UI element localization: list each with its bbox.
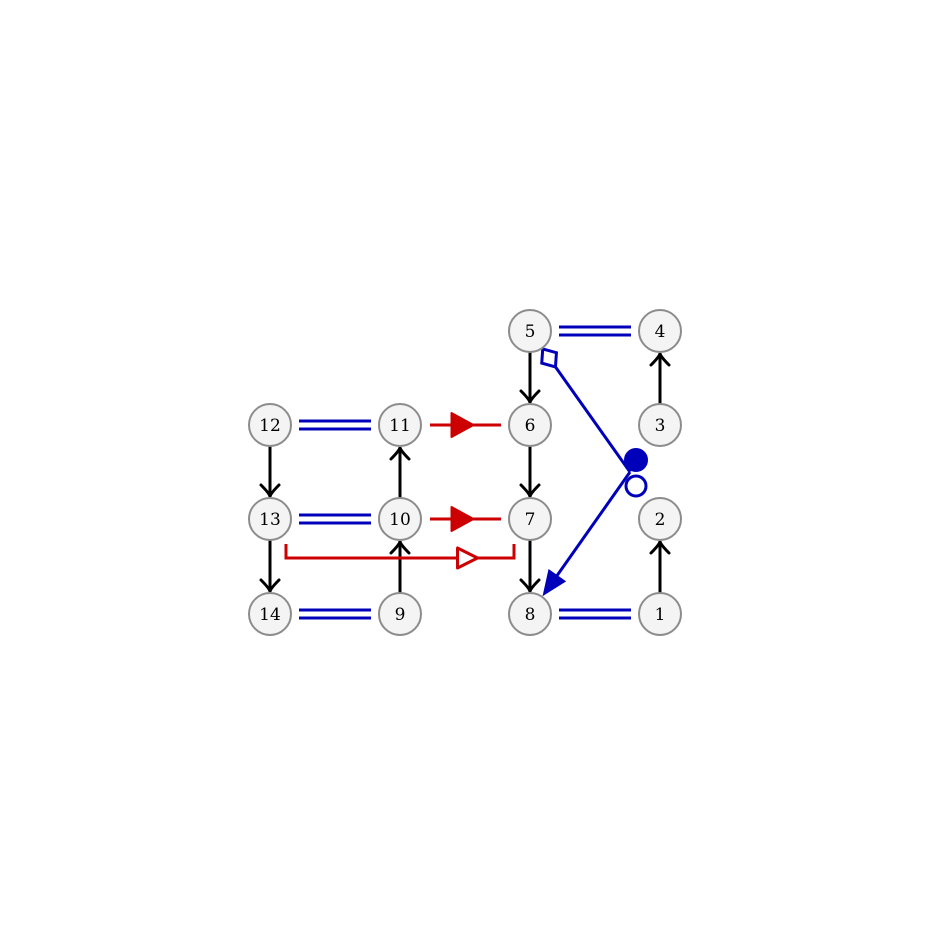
edge-5-6 (519, 352, 541, 404)
node-label: 7 (525, 510, 536, 530)
node-circle (638, 497, 682, 541)
edge-6-7 (519, 446, 541, 498)
filled-triangle-head (450, 412, 475, 438)
node-circle (248, 592, 292, 636)
edge-13-14 (259, 540, 281, 593)
node-circle (508, 592, 552, 636)
edge-5-4 (559, 325, 631, 337)
node-circle (378, 403, 422, 447)
edge-12-11 (299, 419, 371, 431)
node-label: 12 (259, 416, 281, 436)
node-label: 10 (389, 510, 411, 530)
node-label: 2 (655, 510, 666, 530)
node-4: 4 (638, 309, 682, 353)
hollow-circle-marker (624, 474, 648, 498)
edge-9-10 (389, 540, 411, 593)
edge-14-9 (299, 608, 371, 620)
node-circle (638, 592, 682, 636)
bracket-line (284, 544, 516, 560)
node-10: 10 (378, 497, 422, 541)
node-circle (248, 403, 292, 447)
node-circle (248, 497, 292, 541)
edge-line (547, 471, 632, 588)
node-13: 13 (248, 497, 292, 541)
node-label: 1 (655, 605, 666, 625)
filled-triangle-head (542, 568, 567, 597)
hollow-diamond-tail (540, 347, 559, 369)
node-label: 8 (525, 605, 536, 625)
node-circle (508, 497, 552, 541)
node-label: 14 (259, 605, 281, 625)
edge-7-8 (519, 540, 541, 593)
node-9: 9 (378, 592, 422, 636)
node-2: 2 (638, 497, 682, 541)
node-label: 13 (259, 510, 281, 530)
edge-line (554, 366, 632, 473)
edge-10-11 (389, 446, 411, 498)
node-3: 3 (638, 403, 682, 447)
node-11: 11 (378, 403, 422, 447)
node-circle (638, 403, 682, 447)
node-label: 5 (525, 322, 536, 342)
edge-13-7 (284, 544, 516, 570)
edge-11-6 (430, 412, 501, 438)
node-14: 14 (248, 592, 292, 636)
node-circle (378, 592, 422, 636)
node-label: 6 (525, 416, 536, 436)
node-label: 4 (655, 322, 666, 342)
node-7: 7 (508, 497, 552, 541)
node-circle (638, 309, 682, 353)
node-12: 12 (248, 403, 292, 447)
edge-3-4 (649, 352, 671, 404)
node-label: 9 (395, 605, 406, 625)
node-circle (378, 497, 422, 541)
edge-13-10 (299, 513, 371, 525)
node-1: 1 (638, 592, 682, 636)
edge-10-7 (430, 506, 501, 532)
edge-1-2 (649, 540, 671, 593)
node-circle (508, 403, 552, 447)
edge-12-13 (259, 446, 281, 498)
edge-5-8 (540, 347, 648, 597)
hollow-triangle-head (456, 546, 480, 570)
node-label: 11 (389, 416, 411, 436)
filled-triangle-head (450, 506, 475, 532)
node-circle (508, 309, 552, 353)
node-6: 6 (508, 403, 552, 447)
node-8: 8 (508, 592, 552, 636)
filled-circle-marker (624, 448, 648, 472)
edge-8-1 (559, 608, 631, 620)
node-5: 5 (508, 309, 552, 353)
node-label: 3 (655, 416, 666, 436)
edges-layer (259, 325, 671, 620)
